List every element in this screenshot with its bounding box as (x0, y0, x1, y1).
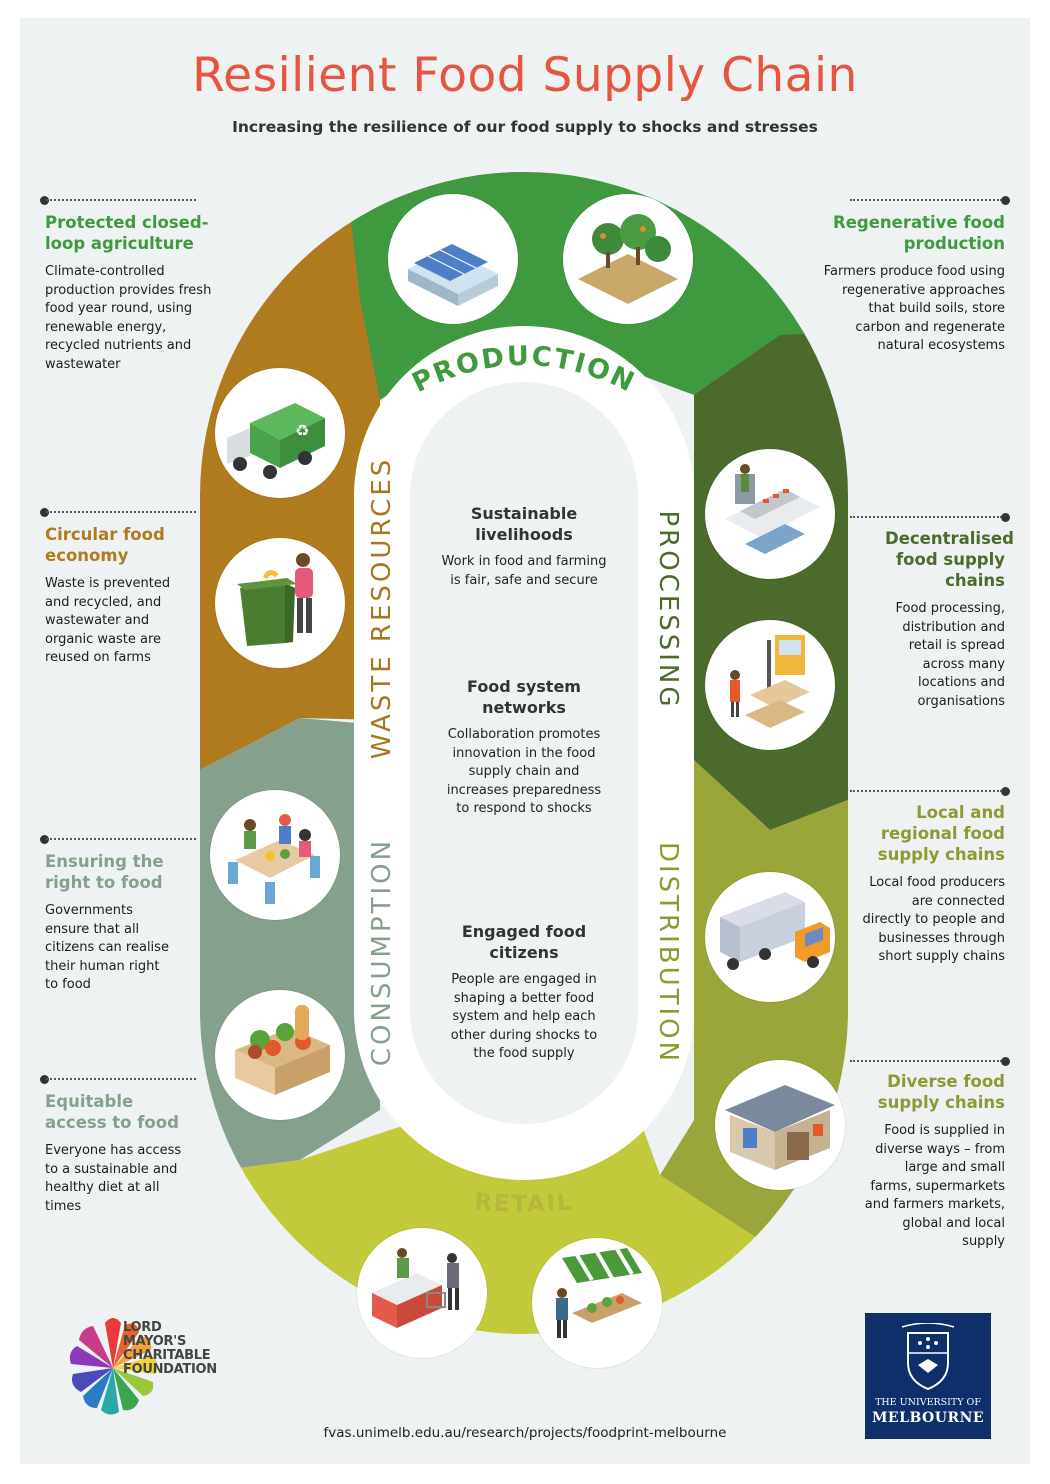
stage-distribution: DISTRIBUTION (653, 842, 683, 1064)
block-right-to-food: Ensuring the right to food Governments e… (45, 851, 175, 995)
block-protected-agriculture: Protected closed-loop agriculture Climat… (45, 212, 230, 374)
garbage-truck-icon: ♻ (215, 368, 345, 498)
market-stall-icon (532, 1238, 662, 1368)
uni-line2: MELBOURNE (871, 1410, 985, 1426)
connector-line (46, 1078, 196, 1080)
connector-line (850, 790, 1002, 792)
center-text: Collaboration promotes innovation in the… (446, 727, 602, 816)
lmcf-line: MAYOR'S (123, 1334, 187, 1349)
lmcf-line: CHARITABLE (123, 1348, 211, 1363)
stage-consumption: CONSUMPTION (367, 838, 397, 1066)
block-text: Governments ensure that all citizens can… (45, 903, 169, 992)
block-title: Equitable access to food (45, 1092, 179, 1132)
lmcf-line: FOUNDATION (123, 1362, 217, 1377)
page-subtitle: Increasing the resilience of our food su… (232, 118, 818, 136)
connector-dot (40, 835, 49, 844)
lmcf-wordmark: LORD MAYOR'S CHARITABLE FOUNDATION (123, 1321, 217, 1377)
stage-production: PRODUCTION (407, 341, 640, 399)
connector-line (850, 1060, 1002, 1062)
greenhouse-icon (388, 194, 518, 324)
family-dinner-icon (210, 790, 340, 920)
center-title: Engaged food citizens (461, 922, 587, 962)
block-equitable-access: Equitable access to food Everyone has ac… (45, 1091, 185, 1216)
block-title: Circular food economy (45, 525, 165, 565)
block-diverse: Diverse food supply chains Food is suppl… (860, 1071, 1005, 1252)
compost-bin-icon (215, 538, 345, 668)
food-processing-icon (705, 449, 835, 579)
block-title: Decentralised food supply chains (885, 529, 1014, 590)
center-text: People are engaged in shaping a better f… (450, 972, 598, 1061)
block-circular-economy: Circular food economy Waste is prevented… (45, 524, 175, 668)
block-text: Local food producers are connected direc… (862, 875, 1005, 964)
block-title: Ensuring the right to food (45, 852, 164, 892)
connector-dot (1001, 513, 1010, 522)
warehouse-icon (715, 1060, 845, 1190)
stage-processing: PROCESSING (653, 510, 683, 709)
center-title: Food system networks (467, 677, 581, 717)
block-decentralised: Decentralised food supply chains Food pr… (885, 528, 1014, 711)
center-block-citizens: Engaged food citizens People are engaged… (440, 921, 608, 1064)
block-title: Protected closed-loop agriculture (45, 213, 209, 253)
stage-retail: RETAIL (473, 1189, 574, 1218)
orchard-icon (563, 194, 693, 324)
center-block-livelihoods: Sustainable livelihoods Work in food and… (440, 503, 608, 590)
block-local-regional: Local and regional food supply chains Lo… (860, 802, 1005, 967)
block-text: Everyone has access to a sustainable and… (45, 1143, 182, 1214)
connector-dot (1001, 196, 1010, 205)
lmcf-logo-icon (69, 1318, 158, 1415)
lmcf-line: LORD (123, 1320, 162, 1335)
block-text: Farmers produce food using regenerative … (823, 264, 1005, 353)
block-text: Food is supplied in diverse ways – from … (864, 1123, 1005, 1249)
connector-line (850, 516, 1002, 518)
center-block-networks: Food system networks Collaboration promo… (440, 676, 608, 819)
connector-dot (40, 196, 49, 205)
stage-waste: WASTE RESOURCES (367, 457, 397, 760)
connector-line (850, 199, 1002, 201)
connector-dot (1001, 787, 1010, 796)
connector-line (46, 838, 196, 840)
block-text: Food processing, distribution and retail… (895, 601, 1006, 709)
uni-line1: THE UNIVERSITY OF (875, 1397, 981, 1408)
connector-dot (40, 508, 49, 517)
connector-line (46, 199, 196, 201)
center-title: Sustainable livelihoods (470, 504, 578, 544)
university-logo: THE UNIVERSITY OF MELBOURNE (865, 1313, 991, 1439)
connector-dot (40, 1075, 49, 1084)
page-title: Resilient Food Supply Chain (192, 48, 858, 103)
forklift-icon (705, 620, 835, 750)
connector-dot (1001, 1057, 1010, 1066)
center-text: Work in food and farming is fair, safe a… (441, 554, 607, 588)
connector-line (46, 511, 196, 513)
block-text: Waste is prevented and recycled, and was… (45, 576, 171, 665)
block-regenerative: Regenerative food production Farmers pro… (755, 212, 1005, 356)
footer-url[interactable]: fvas.unimelb.edu.au/research/projects/fo… (323, 1425, 727, 1441)
block-text: Climate-controlled production provides f… (45, 264, 212, 372)
crest-icon (901, 1323, 955, 1391)
produce-crate-icon (215, 990, 345, 1120)
svg-text:♻: ♻ (295, 421, 309, 440)
block-title: Diverse food supply chains (877, 1072, 1005, 1112)
delivery-truck-icon (705, 872, 835, 1002)
supermarket-checkout-icon (357, 1228, 487, 1358)
block-title: Regenerative food production (832, 213, 1005, 253)
block-title: Local and regional food supply chains (877, 803, 1005, 864)
